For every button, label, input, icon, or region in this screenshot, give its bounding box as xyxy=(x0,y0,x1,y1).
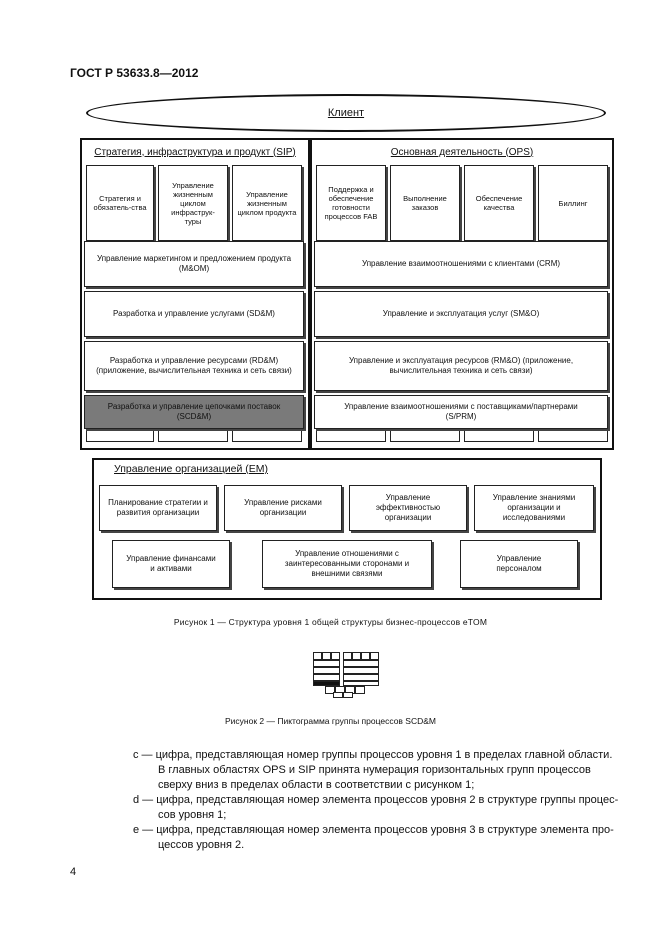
sip-row-mom: Управление маркетингом и предложением пр… xyxy=(84,241,304,287)
sip-column-strategy-base xyxy=(86,428,154,442)
page-number: 4 xyxy=(70,866,77,878)
ops-row-smo: Управление и эксплуатация услуг (SM&O) xyxy=(314,291,608,337)
ops-column-fab: Поддержка и обеспечение готовности проце… xyxy=(316,165,386,241)
text-item-e-cont: цессов уровня 2. xyxy=(158,839,245,851)
em-box-strategy: Планирование стратегии и развития органи… xyxy=(99,485,217,531)
scdm-pictogram xyxy=(313,652,379,698)
em-box-finance: Управление финансами и активами xyxy=(112,540,230,588)
text-item-d: d — цифра, представляющая номер элемента… xyxy=(133,794,619,806)
ops-row-crm: Управление взаимоотношениями с клиентами… xyxy=(314,241,608,287)
em-box-knowledge: Управление знаниями организации и исслед… xyxy=(474,485,594,531)
ops-column-assurance: Обеспечение качества xyxy=(464,165,534,241)
sip-column-product: Управление жизненным циклом продукта xyxy=(232,165,302,241)
sip-column-infrastructure: Управление жизненным циклом инфраструк-т… xyxy=(158,165,228,241)
ops-column-billing-base xyxy=(538,428,608,442)
document-number: ГОСТ Р 53633.8—2012 xyxy=(70,66,199,80)
em-box-hr: Управление персоналом xyxy=(460,540,578,588)
ops-row-rmo: Управление и эксплуатация ресурсов (RM&O… xyxy=(314,341,608,391)
sip-row-sdm: Разработка и управление услугами (SD&M) xyxy=(84,291,304,337)
ops-column-fulfillment: Выполнение заказов xyxy=(390,165,460,241)
figure-1-caption: Рисунок 1 — Структура уровня 1 общей стр… xyxy=(173,617,488,627)
em-box-stakeholders: Управление отношениями с заинтересованны… xyxy=(262,540,432,588)
sip-column-infrastructure-base xyxy=(158,428,228,442)
sip-row-rdm: Разработка и управление ресурсами (RD&M)… xyxy=(84,341,304,391)
em-box-risk: Управление рисками организации xyxy=(224,485,342,531)
ops-column-fulfillment-base xyxy=(390,428,460,442)
text-item-c-cont2: сверху вниз в пределах области в соответ… xyxy=(158,779,475,791)
ops-row-sprm: Управление взаимоотношениями с поставщик… xyxy=(314,395,608,429)
sip-column-strategy: Стратегия и обязатель-ства xyxy=(86,165,154,241)
scdm-highlight xyxy=(313,681,340,686)
client-label: Клиент xyxy=(327,107,365,119)
figure-2-caption: Рисунок 2 — Пиктограмма группы процессов… xyxy=(224,716,436,726)
text-item-d-cont: сов уровня 1; xyxy=(158,809,227,821)
text-item-c: с — цифра, представляющая номер группы п… xyxy=(133,749,613,761)
ops-column-assurance-base xyxy=(464,428,534,442)
sip-column-product-base xyxy=(232,428,302,442)
text-item-c-cont1: В главных областях OPS и SIP принята нум… xyxy=(158,764,591,776)
sip-row-scdm: Разработка и управление цепочками постав… xyxy=(84,395,304,429)
ops-column-fab-base xyxy=(316,428,386,442)
client-oval: Клиент xyxy=(86,94,606,132)
text-item-e: е — цифра, представляющая номер элемента… xyxy=(133,824,614,836)
ops-title: Основная деятельность (OPS) xyxy=(390,146,534,158)
ops-column-billing: Биллинг xyxy=(538,165,608,241)
sip-title: Стратегия, инфраструктура и продукт (SIP… xyxy=(94,146,296,158)
em-box-effectiveness: Управление эффективностью организации xyxy=(349,485,467,531)
em-title: Управление организацией (EM) xyxy=(114,463,268,475)
